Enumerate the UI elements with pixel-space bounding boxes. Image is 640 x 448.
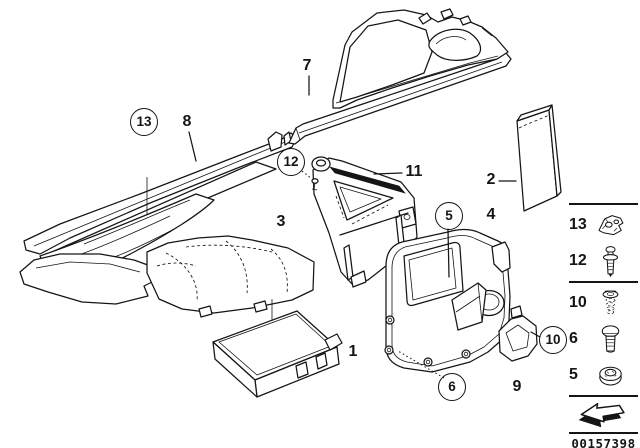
callout-4[interactable]: 4 bbox=[486, 206, 496, 223]
screw-icon bbox=[594, 287, 627, 320]
hardware-item-label: 6 bbox=[569, 330, 578, 347]
hardware-item-label: 10 bbox=[569, 294, 587, 311]
callout-8[interactable]: 8 bbox=[182, 113, 192, 130]
drawing-housing bbox=[384, 228, 511, 373]
hardware-item-label: 5 bbox=[569, 366, 578, 383]
expanding-rivet-icon bbox=[594, 245, 627, 278]
hardware-item-label: 13 bbox=[569, 216, 587, 233]
drawing-cowl-panel-top bbox=[332, 8, 509, 109]
hardware-item-5[interactable]: 5 bbox=[569, 357, 638, 393]
callout-9[interactable]: 9 bbox=[512, 378, 522, 395]
legend-divider bbox=[569, 395, 638, 397]
hardware-item-12[interactable]: 12 bbox=[569, 243, 638, 279]
hardware-item-6[interactable]: 6 bbox=[569, 321, 638, 357]
arrow-up-left-icon bbox=[578, 402, 625, 428]
hardware-legend: 13 12 10 6 5 00157398 bbox=[569, 203, 638, 448]
hardware-item-10[interactable]: 10 bbox=[569, 285, 638, 321]
drawing-filter-element bbox=[212, 310, 343, 398]
page-nav-arrow[interactable] bbox=[569, 399, 638, 430]
hardware-item-label: 12 bbox=[569, 252, 587, 269]
diagram-code: 00157398 bbox=[569, 432, 638, 448]
drawing-filter-cover bbox=[146, 235, 315, 345]
clip-icon bbox=[594, 209, 627, 242]
drawing-latch bbox=[498, 305, 538, 362]
callout-1[interactable]: 1 bbox=[348, 343, 358, 360]
drawing-filter-box bbox=[516, 104, 562, 212]
callout-12[interactable]: 12 bbox=[277, 148, 305, 176]
leader-lines bbox=[188, 75, 541, 379]
callout-11[interactable]: 11 bbox=[405, 163, 423, 180]
drawing-cowl-left bbox=[19, 131, 298, 305]
callout-5[interactable]: 5 bbox=[435, 202, 463, 230]
hardware-item-13[interactable]: 13 bbox=[569, 207, 638, 243]
callout-6[interactable]: 6 bbox=[438, 373, 466, 401]
callout-13[interactable]: 13 bbox=[130, 108, 158, 136]
grommet-icon bbox=[594, 359, 627, 392]
drawing-cowl-strip bbox=[288, 52, 512, 145]
callout-2[interactable]: 2 bbox=[486, 171, 496, 188]
bolt-icon bbox=[594, 323, 627, 356]
legend-divider bbox=[569, 281, 638, 283]
hardware-legend-items: 13 12 10 6 5 bbox=[569, 207, 638, 393]
callout-7[interactable]: 7 bbox=[302, 57, 312, 74]
callout-10[interactable]: 10 bbox=[539, 326, 567, 354]
callout-3[interactable]: 3 bbox=[276, 213, 286, 230]
